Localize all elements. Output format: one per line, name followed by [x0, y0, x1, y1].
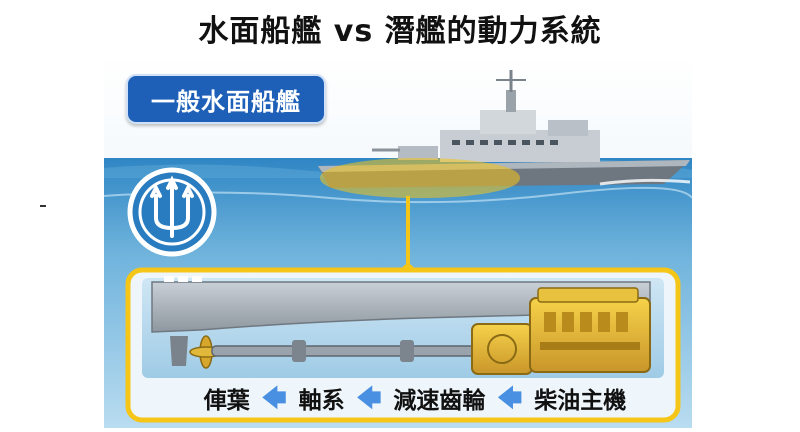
power-chain: 俥葉 🡄 軸系 🡄 減速齒輪 🡄 柴油主機	[150, 380, 680, 416]
page-title: 水面船艦 vs 潛艦的動力系統	[198, 14, 602, 49]
trident-icon	[127, 167, 217, 257]
arrow-left-icon: 🡄	[261, 384, 287, 412]
reduction-gear	[471, 323, 533, 375]
engine-room-panel	[125, 267, 681, 423]
chain-step-engine: 柴油主機	[534, 388, 627, 414]
chain-step-shaft: 軸系	[298, 388, 345, 414]
shaft-line	[211, 345, 493, 357]
arrow-left-icon: 🡄	[497, 384, 523, 412]
engine-room-highlight	[320, 158, 520, 198]
arrow-left-icon: 🡄	[356, 384, 382, 412]
diesel-engine	[529, 287, 651, 373]
chain-step-gear: 減速齒輪	[393, 388, 486, 414]
chain-step-propeller: 俥葉	[203, 388, 250, 414]
ship-type-badge: 一般水面船艦	[126, 74, 326, 124]
stray-mark	[40, 205, 46, 207]
